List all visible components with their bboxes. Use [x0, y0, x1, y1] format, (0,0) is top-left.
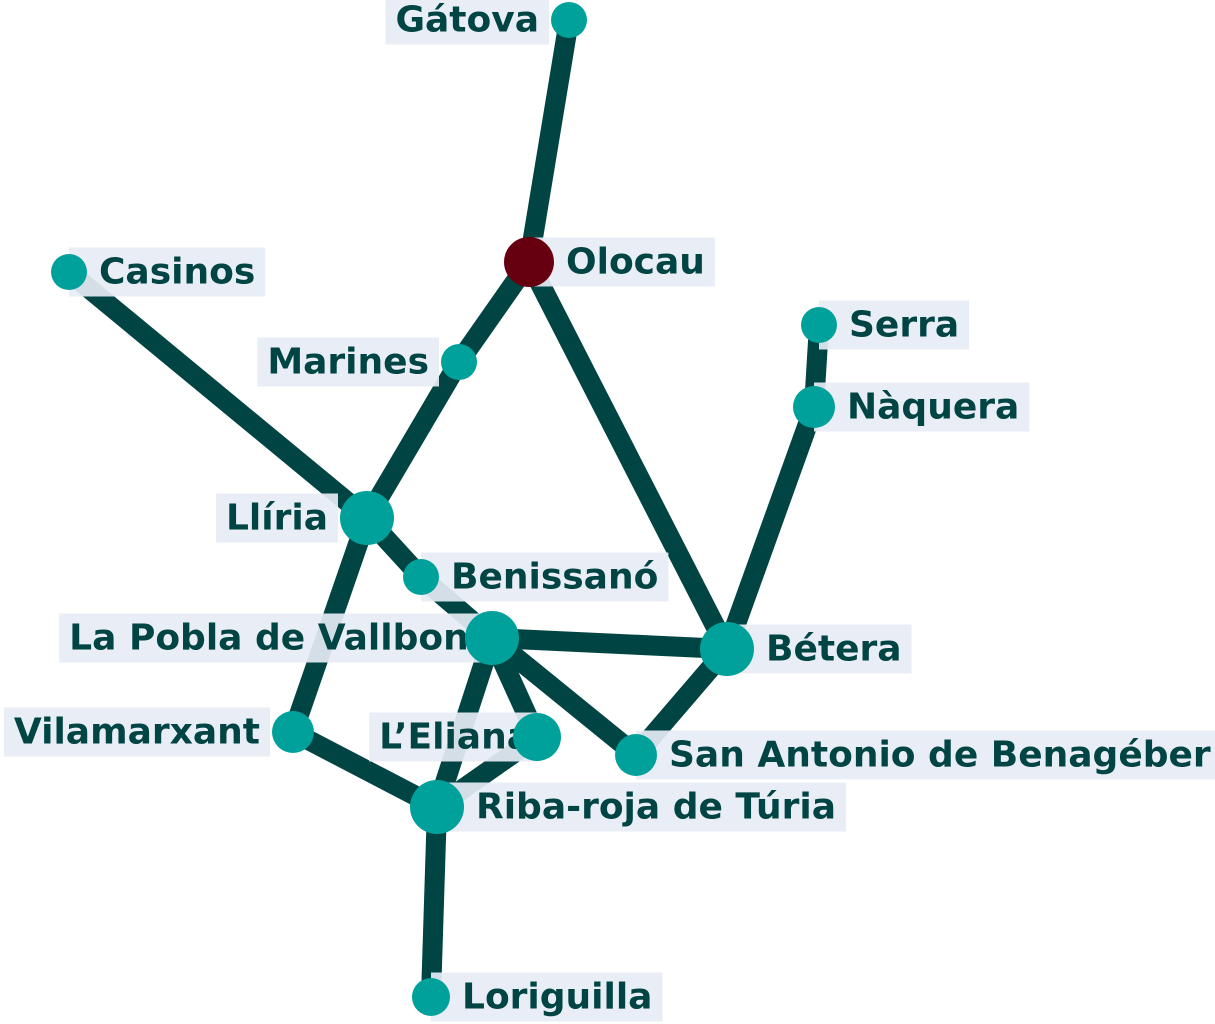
- label-leliana: L’Eliana: [369, 712, 541, 762]
- label-background: [421, 552, 669, 602]
- node-benissano[interactable]: [403, 559, 439, 595]
- label-background: [59, 613, 503, 663]
- municipality-label: Marines: [267, 342, 429, 383]
- connection-marines-lliria: [357, 352, 469, 528]
- connections-layer: [59, 10, 829, 1007]
- nodes-layer: [51, 2, 837, 1016]
- label-background: [69, 247, 266, 297]
- node-gatova[interactable]: [551, 2, 587, 38]
- label-background: [431, 972, 663, 1022]
- label-vilamarxant: Vilamarxant: [3, 707, 270, 757]
- municipality-label: La Pobla de Vallbona: [69, 618, 493, 659]
- municipality-label: San Antonio de Benagéber: [669, 735, 1211, 776]
- connection-pobla-sanantonio: [482, 628, 646, 765]
- label-gatova: Gátova: [385, 0, 549, 45]
- label-background: [437, 782, 847, 832]
- municipality-label: Benissanó: [451, 557, 658, 598]
- label-serra: Serra: [819, 300, 970, 350]
- label-background: [215, 493, 338, 543]
- connection-casinos-lliria: [59, 262, 377, 528]
- label-sanantonio: San Antonio de Benagéber: [636, 730, 1215, 780]
- municipality-label: L’Eliana: [379, 717, 531, 758]
- municipality-label: Gátova: [395, 0, 539, 41]
- node-olocau[interactable]: [504, 237, 554, 287]
- node-lliria[interactable]: [340, 491, 394, 545]
- municipality-label: Bétera: [766, 629, 902, 670]
- municipality-label: Olocau: [566, 242, 705, 283]
- node-pobla[interactable]: [465, 611, 519, 665]
- connection-ribaroja-loriguilla: [421, 797, 447, 1007]
- municipality-label: Llíria: [226, 498, 328, 539]
- node-betera[interactable]: [700, 622, 754, 676]
- node-vilamarxant[interactable]: [272, 711, 314, 753]
- node-casinos[interactable]: [51, 254, 87, 290]
- connection-gatova-olocau: [519, 10, 579, 272]
- connection-pobla-betera: [482, 628, 737, 659]
- node-serra[interactable]: [801, 307, 837, 343]
- label-ribaroja: Riba-roja de Túria: [437, 782, 847, 832]
- municipality-label: Casinos: [99, 252, 255, 293]
- label-background: [385, 0, 549, 45]
- node-sanantonio[interactable]: [615, 734, 657, 776]
- label-benissano: Benissanó: [421, 552, 669, 602]
- node-naquera[interactable]: [793, 386, 835, 428]
- label-background: [814, 382, 1030, 432]
- connection-olocau-betera: [519, 252, 737, 659]
- label-background: [727, 624, 912, 674]
- label-betera: Bétera: [727, 624, 912, 674]
- label-background: [257, 337, 439, 387]
- label-background: [636, 730, 1215, 780]
- connection-naquera-betera: [717, 397, 824, 659]
- label-marines: Marines: [257, 337, 439, 387]
- label-casinos: Casinos: [69, 247, 266, 297]
- label-background: [369, 712, 541, 762]
- label-background: [529, 237, 715, 287]
- label-background: [3, 707, 270, 757]
- node-ribaroja[interactable]: [410, 780, 464, 834]
- connection-vilamarxant-ribaroja: [283, 722, 447, 817]
- municipality-label: Serra: [849, 305, 959, 346]
- municipality-label: Nàquera: [847, 387, 1019, 428]
- node-marines[interactable]: [441, 344, 477, 380]
- label-naquera: Nàquera: [814, 382, 1030, 432]
- label-pobla: La Pobla de Vallbona: [59, 613, 503, 663]
- node-loriguilla[interactable]: [412, 978, 450, 1016]
- label-lliria: Llíria: [215, 493, 338, 543]
- node-leliana[interactable]: [513, 713, 561, 761]
- label-background: [819, 300, 970, 350]
- label-loriguilla: Loriguilla: [431, 972, 663, 1022]
- municipality-label: Riba-roja de Túria: [476, 787, 836, 828]
- municipality-label: Vilamarxant: [14, 712, 260, 753]
- label-olocau: Olocau: [529, 237, 715, 287]
- municipality-label: Loriguilla: [462, 977, 652, 1018]
